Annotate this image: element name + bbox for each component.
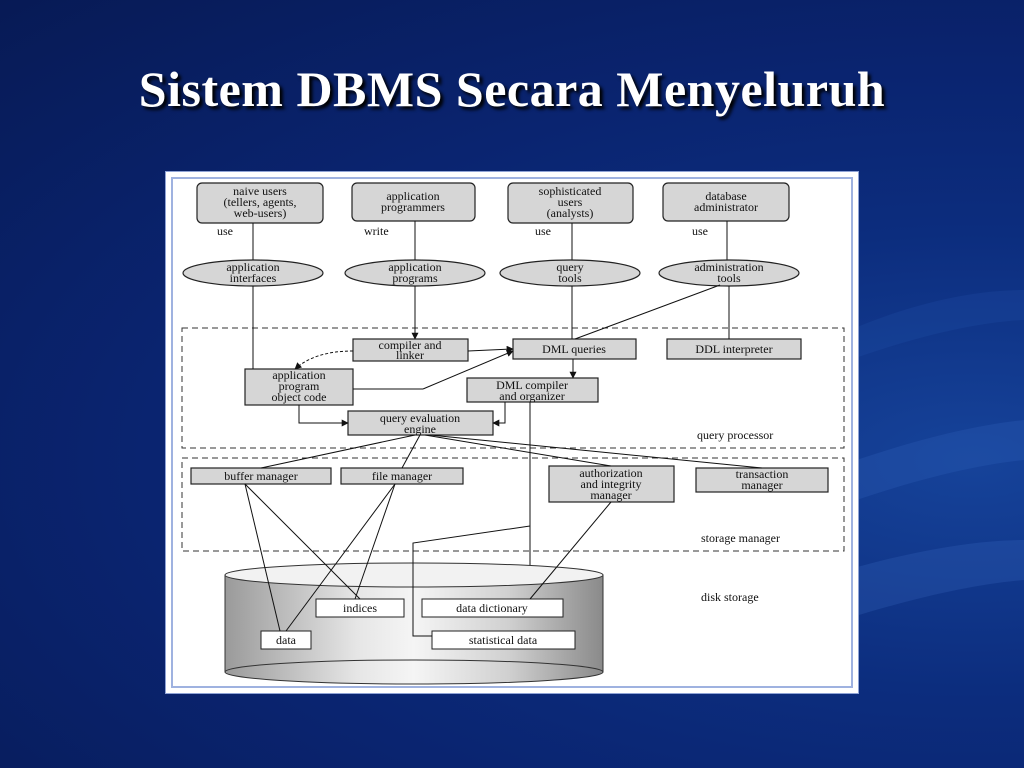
tool-query-tools: query tools [499, 259, 641, 287]
app-object-code-line2: program [279, 379, 320, 393]
user-app-programmers-line1: application [386, 189, 439, 203]
user-sophisticated-line2: users [558, 195, 583, 209]
verb-naive-use: use [217, 224, 233, 238]
ddl-interpreter-box: DDL interpreter [666, 338, 802, 360]
user-sophisticated-line3: (analysts) [547, 206, 594, 220]
tool-app-interfaces: application interfaces [182, 259, 324, 287]
dml-compiler-line2: and organizer [499, 389, 564, 403]
statistical-data-label: statistical data [469, 633, 538, 647]
query-eval-line1: query evaluation [380, 411, 460, 425]
transaction-line2: manager [741, 478, 782, 492]
figure-inner-border [171, 177, 853, 688]
verb-sophisticated-use: use [535, 224, 551, 238]
tool-app-programs-line2: programs [392, 271, 438, 285]
verb-dba-use: use [692, 224, 708, 238]
data-label: data [276, 633, 297, 647]
dml-compiler-line1: DML compiler [496, 378, 568, 392]
app-object-code-line1: application [272, 368, 325, 382]
user-naive: naive users (tellers, agents, web-users) [196, 182, 324, 224]
indices-box: indices [315, 598, 405, 618]
compiler-linker-box: compiler and linker [352, 338, 469, 362]
user-dba-line2: administrator [694, 200, 758, 214]
compiler-linker-line1: compiler and [379, 338, 442, 352]
authorization-line2: and integrity [581, 477, 642, 491]
tool-query-tools-line1: query [556, 260, 583, 274]
tool-admin-tools-line2: tools [717, 271, 741, 285]
indices-label: indices [343, 601, 377, 615]
user-naive-line3: web-users) [234, 206, 287, 220]
query-processor-region [181, 327, 845, 449]
transaction-line1: transaction [736, 467, 789, 481]
verb-programmers-write: write [364, 224, 389, 238]
tool-app-programs-line1: application [388, 260, 441, 274]
user-sophisticated-line1: sophisticated [539, 184, 602, 198]
data-dictionary-box: data dictionary [421, 598, 564, 618]
dml-queries-label: DML queries [542, 342, 606, 356]
file-manager-label: file manager [372, 469, 432, 483]
statistical-data-box: statistical data [431, 630, 576, 650]
buffer-manager-label: buffer manager [224, 469, 297, 483]
tool-query-tools-line2: tools [558, 271, 582, 285]
buffer-manager-box: buffer manager [190, 467, 332, 485]
user-naive-line1: naive users [233, 184, 287, 198]
user-dba-line1: database [705, 189, 746, 203]
data-dictionary-label: data dictionary [456, 601, 528, 615]
authorization-line1: authorization [579, 466, 642, 480]
query-eval-box: query evaluation engine [347, 410, 494, 436]
user-dba: database administrator [662, 182, 790, 222]
tool-admin-tools: administration tools [658, 259, 800, 287]
disk-storage-label: disk storage [701, 590, 759, 604]
disk-storage-cylinder [224, 562, 604, 685]
dbms-diagram: naive users (tellers, agents, web-users)… [181, 182, 845, 685]
data-box: data [260, 630, 312, 650]
compiler-linker-line2: linker [396, 348, 424, 362]
query-processor-label: query processor [697, 428, 773, 442]
tool-app-interfaces-line1: application [226, 260, 279, 274]
user-app-programmers: application programmers [351, 182, 476, 222]
user-naive-line2: (tellers, agents, [224, 195, 297, 209]
user-app-programmers-line2: programmers [381, 200, 445, 214]
storage-manager-label: storage manager [701, 531, 780, 545]
authorization-box: authorization and integrity manager [548, 465, 675, 503]
slide-title: Sistem DBMS Secara Menyeluruh [138, 61, 886, 117]
tool-app-interfaces-line2: interfaces [230, 271, 277, 285]
transaction-box: transaction manager [695, 467, 829, 493]
dml-queries-box: DML queries [512, 338, 637, 360]
storage-manager-region [181, 457, 845, 552]
query-eval-line2: engine [404, 422, 436, 436]
app-object-code-box: application program object code [244, 368, 354, 406]
authorization-line3: manager [590, 488, 631, 502]
dml-compiler-box: DML compiler and organizer [466, 377, 599, 403]
tool-app-programs: application programs [344, 259, 486, 287]
ddl-interpreter-label: DDL interpreter [695, 342, 772, 356]
file-manager-box: file manager [340, 467, 464, 485]
app-object-code-line3: object code [272, 390, 327, 404]
tool-admin-tools-line1: administration [694, 260, 763, 274]
user-sophisticated: sophisticated users (analysts) [507, 182, 634, 224]
